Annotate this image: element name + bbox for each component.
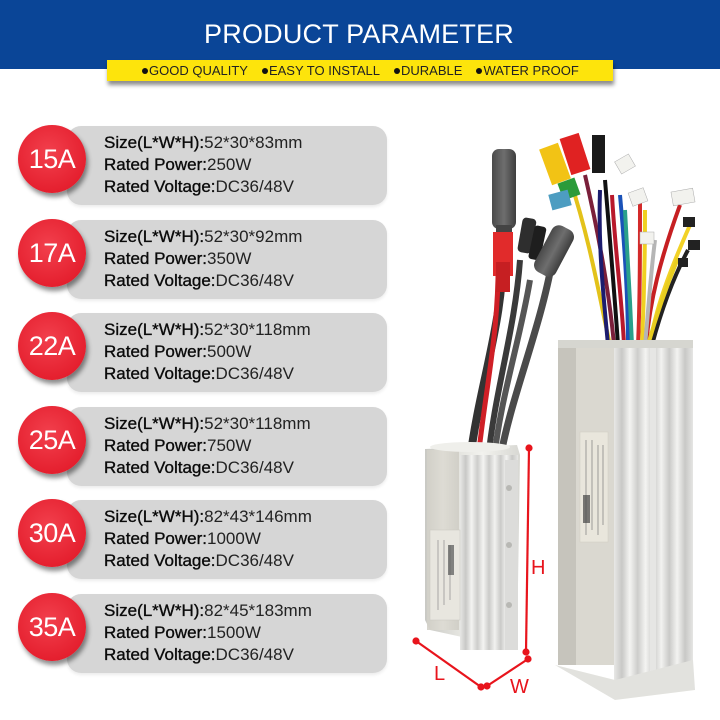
size-line: Size(L*W*H):52*30*118mm (104, 414, 311, 433)
spec-card (67, 313, 387, 392)
power-line: Rated Power:1500W (104, 623, 261, 642)
spec-card (67, 500, 387, 579)
voltage-line: Rated Voltage:DC36/48V (104, 177, 294, 196)
spec-card (67, 594, 387, 673)
spec-lines: Size(L*W*H):52*30*92mm Rated Power:350W … (104, 226, 303, 292)
voltage-line: Rated Voltage:DC36/48V (104, 458, 294, 477)
spec-row: 35A Size(L*W*H):82*45*183mm Rated Power:… (0, 593, 400, 674)
feature-bar: GOOD QUALITY EASY TO INSTALL DURABLE WAT… (107, 60, 613, 81)
page-title: PRODUCT PARAMETER (204, 19, 514, 49)
current-badge: 25A (18, 406, 86, 474)
voltage-line: Rated Voltage:DC36/48V (104, 271, 294, 290)
power-line: Rated Power:1000W (104, 529, 261, 548)
feature-item: WATER PROOF (476, 60, 579, 81)
current-badge: 22A (18, 312, 86, 380)
voltage-line: Rated Voltage:DC36/48V (104, 364, 294, 383)
power-line: Rated Power:750W (104, 436, 252, 455)
power-line: Rated Power:250W (104, 155, 252, 174)
spec-lines: Size(L*W*H):52*30*118mm Rated Power:500W… (104, 319, 311, 385)
current-badge: 15A (18, 125, 86, 193)
product-image: H L W (400, 120, 720, 720)
spec-row: 22A Size(L*W*H):52*30*118mm Rated Power:… (0, 312, 400, 393)
size-line: Size(L*W*H):52*30*92mm (104, 227, 303, 246)
spec-lines: Size(L*W*H):82*43*146mm Rated Power:1000… (104, 506, 312, 572)
bullet-icon (476, 68, 483, 74)
spec-card (67, 407, 387, 486)
size-line: Size(L*W*H):82*45*183mm (104, 601, 312, 620)
spec-lines: Size(L*W*H):52*30*83mm Rated Power:250W … (104, 132, 303, 198)
spec-row: 17A Size(L*W*H):52*30*92mm Rated Power:3… (0, 219, 400, 300)
size-line: Size(L*W*H):82*43*146mm (104, 507, 312, 526)
feature-item: EASY TO INSTALL (261, 60, 380, 81)
spec-row: 30A Size(L*W*H):82*43*146mm Rated Power:… (0, 499, 400, 580)
size-line: Size(L*W*H):52*30*83mm (104, 133, 303, 152)
bullet-icon (394, 68, 401, 74)
spec-card (67, 126, 387, 205)
spec-row: 25A Size(L*W*H):52*30*118mm Rated Power:… (0, 406, 400, 487)
controller-illustration-icon: H L W (412, 132, 700, 700)
length-label: L (434, 663, 445, 685)
height-label: H (531, 557, 545, 579)
size-line: Size(L*W*H):52*30*118mm (104, 320, 311, 339)
voltage-line: Rated Voltage:DC36/48V (104, 645, 294, 664)
current-badge: 17A (18, 219, 86, 287)
voltage-line: Rated Voltage:DC36/48V (104, 551, 294, 570)
width-label: W (510, 676, 529, 698)
spec-lines: Size(L*W*H):52*30*118mm Rated Power:750W… (104, 413, 311, 479)
bullet-icon (142, 68, 148, 74)
current-badge: 35A (18, 593, 86, 661)
current-badge: 30A (18, 499, 86, 567)
bullet-icon (261, 68, 268, 74)
header-banner: PRODUCT PARAMETER (0, 0, 720, 69)
feature-item: DURABLE (394, 60, 462, 81)
power-line: Rated Power:500W (104, 342, 252, 361)
spec-lines: Size(L*W*H):82*45*183mm Rated Power:1500… (104, 600, 312, 666)
power-line: Rated Power:350W (104, 249, 252, 268)
feature-item: GOOD QUALITY (142, 60, 248, 81)
spec-card (67, 220, 387, 299)
spec-row: 15A Size(L*W*H):52*30*83mm Rated Power:2… (0, 125, 400, 206)
